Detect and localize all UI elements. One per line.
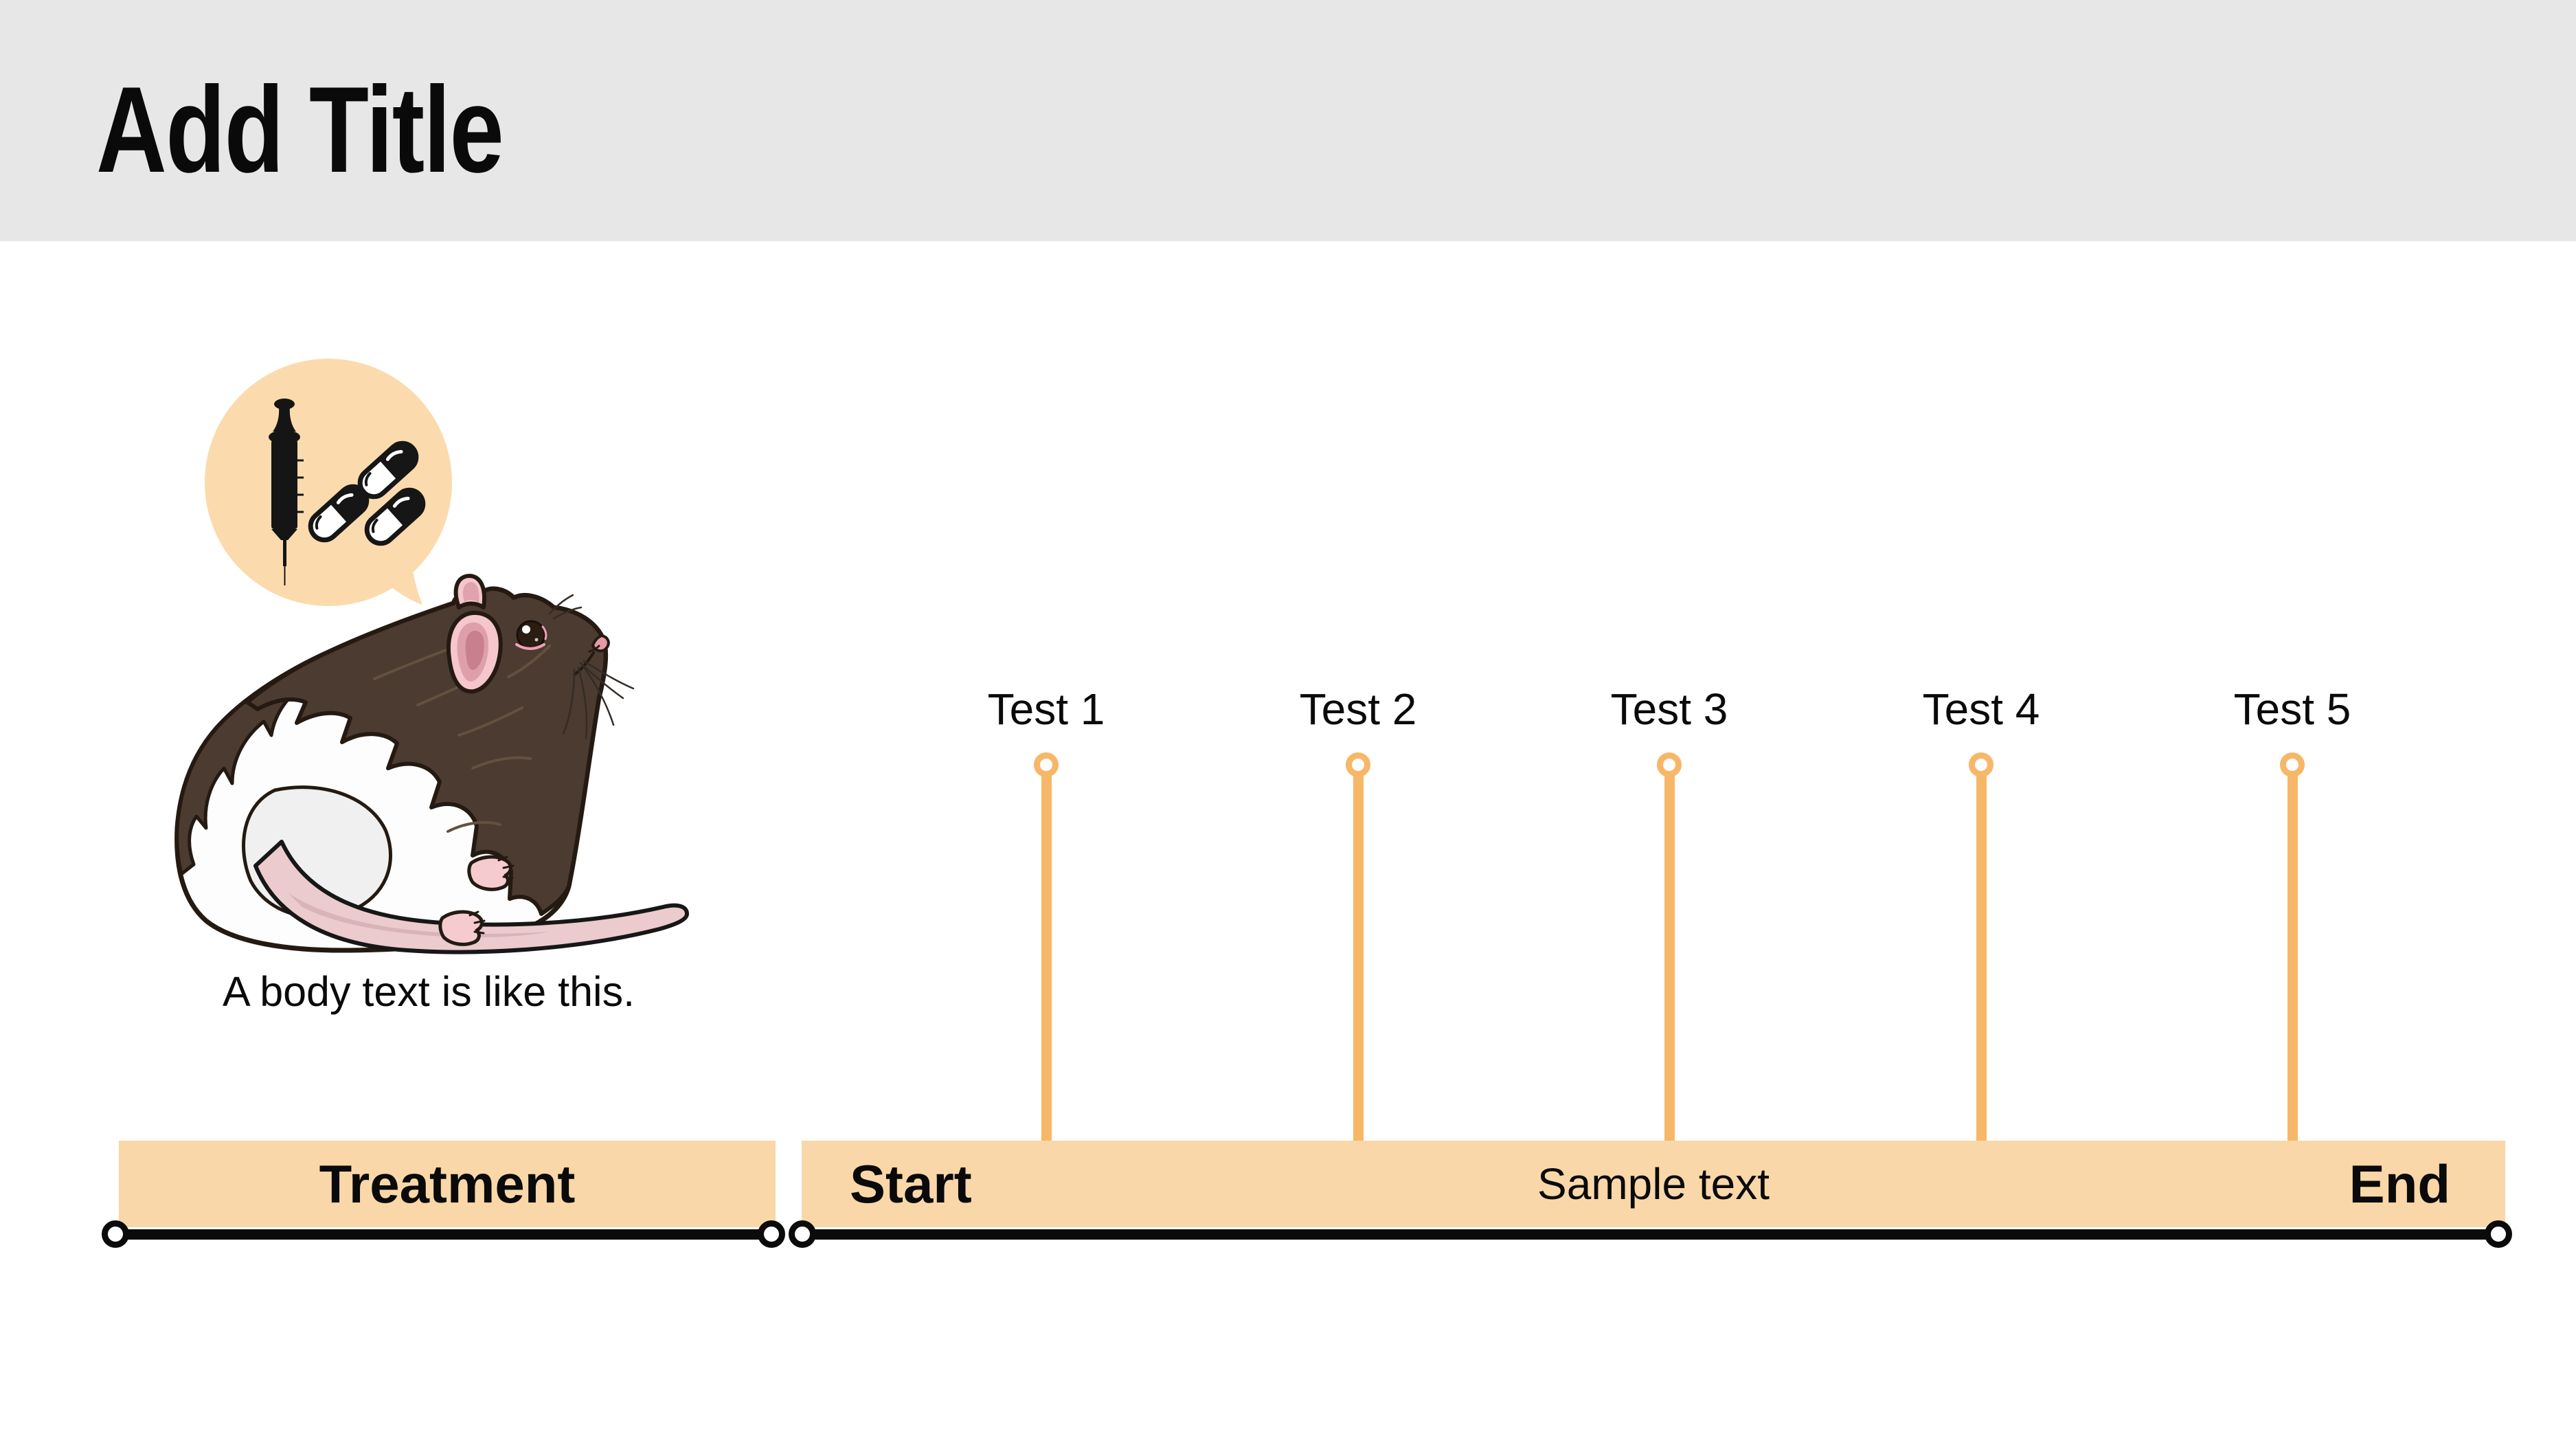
rat-speech-illustration <box>174 359 689 954</box>
rat-tail <box>253 840 689 954</box>
test-label: Test 3 <box>1610 684 1728 734</box>
start-label: Start <box>850 1154 972 1214</box>
rat-paws <box>438 855 515 946</box>
treatment-label: Treatment <box>319 1154 576 1214</box>
test-marker-stem <box>1664 775 1675 1144</box>
test-marker-stem <box>2287 775 2298 1144</box>
test-marker-stem <box>1353 775 1364 1144</box>
speech-bubble <box>205 359 452 606</box>
body-text: A body text is like this. <box>222 968 635 1015</box>
rat-far-ear <box>453 574 486 609</box>
main-axis-line <box>802 1229 2498 1240</box>
sample-text-label: Sample text <box>1537 1159 1770 1209</box>
test-marker-circle <box>1657 752 1682 777</box>
test-marker-circle <box>1969 752 1993 777</box>
test-label: Test 2 <box>1299 684 1417 734</box>
axis-endpoint-circle <box>2485 1220 2512 1248</box>
rat-near-ear <box>446 610 503 694</box>
axis-endpoint-circle <box>789 1220 816 1248</box>
test-label: Test 1 <box>987 684 1105 734</box>
treatment-axis-line <box>115 1229 771 1240</box>
rat-whiskers <box>548 594 635 740</box>
title-band: Add Title <box>0 0 2576 241</box>
rat-eye <box>515 620 547 650</box>
treatment-bar: Treatment <box>119 1141 776 1227</box>
main-bar: Sample text Start End <box>802 1141 2505 1227</box>
test-marker-circle <box>1346 752 1370 777</box>
rat-nose <box>573 634 610 676</box>
test-marker-circle <box>1034 752 1059 777</box>
syringe-icon <box>269 399 304 585</box>
axis-endpoint-circle <box>758 1220 785 1248</box>
end-label: End <box>2349 1154 2450 1214</box>
test-marker-circle <box>2280 752 2305 777</box>
slide-title: Add Title <box>96 61 504 198</box>
axis-endpoint-circle <box>102 1220 129 1248</box>
test-label: Test 5 <box>2233 684 2351 734</box>
test-marker-stem <box>1976 775 1987 1144</box>
test-label: Test 4 <box>1922 684 2040 734</box>
rat-illustration <box>174 574 689 954</box>
test-marker-stem <box>1041 775 1052 1144</box>
